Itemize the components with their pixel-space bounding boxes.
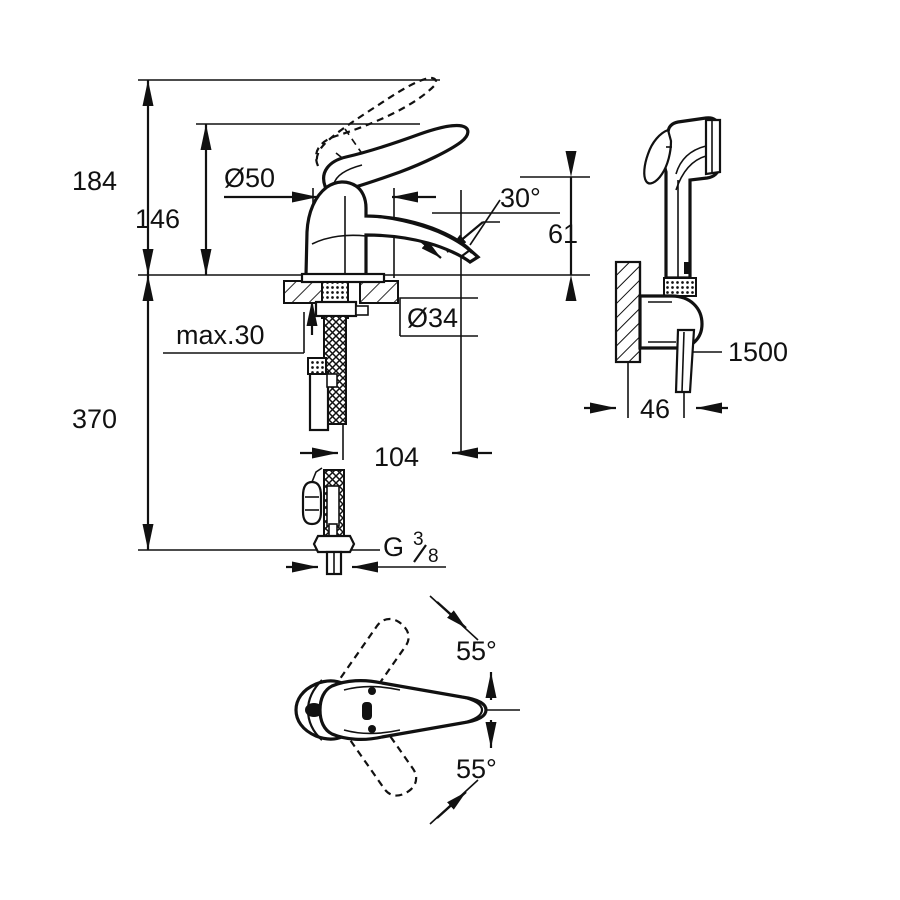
spout-top-inner-a <box>343 685 401 691</box>
fraction-slash-g38 <box>413 544 427 563</box>
dimension-label-61: 61 <box>548 219 578 249</box>
dimension-label-1500: 1500 <box>728 337 788 367</box>
spray-trigger-lever <box>643 128 673 185</box>
dimension-104: 104 <box>300 262 492 472</box>
hose-coupler-lower <box>328 523 338 537</box>
hose-stub <box>674 328 696 394</box>
dimension-arrow-55-upper <box>436 601 467 629</box>
dimension-label-370: 370 <box>72 404 117 434</box>
dimension-label-146: 146 <box>135 204 180 234</box>
sealing-washer-detail <box>301 467 323 526</box>
dimension-370: 370 <box>72 275 154 550</box>
witness-30deg-angle <box>469 199 501 246</box>
deck-slab-right <box>359 280 399 304</box>
spout-upper-edge <box>365 214 473 254</box>
washer-leader <box>311 467 323 483</box>
dimension-label-30deg: 30° <box>500 183 541 213</box>
mounting-nut <box>314 300 358 318</box>
hose-stub-axis <box>681 331 685 393</box>
front-elevation-view: 184 146 Ø50 30° <box>72 76 590 576</box>
dimension-46: 46 <box>584 362 728 424</box>
dimension-label-104: 104 <box>374 442 419 472</box>
dimension-55-lower: 55° <box>429 720 497 825</box>
faucet-geometry <box>283 76 481 576</box>
wall-section <box>614 260 642 364</box>
supply-hose-lower-sleeve <box>326 485 340 527</box>
dimension-184: 184 <box>72 80 154 275</box>
index-dot-upper <box>368 687 376 695</box>
spray-nozzle-cap <box>704 118 722 176</box>
faucet-shoulder-curve <box>311 234 367 245</box>
spout-top-inner-b <box>343 729 401 735</box>
dimension-arrow-55-lower <box>436 791 467 819</box>
set-screw-stub <box>355 305 369 316</box>
supply-hose-sleeve <box>308 370 330 432</box>
index-dot-lower <box>368 725 376 733</box>
spout-ghost-upper-outline <box>325 617 410 719</box>
dimension-61: 61 <box>520 151 590 301</box>
dimension-label-46: 46 <box>640 394 670 424</box>
dimension-label-55-lower: 55° <box>456 754 497 784</box>
spout-ghost-upper <box>325 617 410 719</box>
dimension-label-g38-prefix: G <box>383 532 404 562</box>
dimension-label-max30: max.30 <box>176 320 265 350</box>
leader-d34 <box>399 297 478 336</box>
lever-index-slot <box>362 702 372 720</box>
spray-hose-collar <box>663 277 697 297</box>
spout-ghost-lower <box>332 695 418 797</box>
dimension-g38: G 3 8 <box>286 529 446 573</box>
dimension-30deg: 30° <box>410 183 560 262</box>
dimension-1500: 1500 <box>692 337 788 367</box>
dimension-label-g38-denominator: 8 <box>428 546 439 567</box>
spout-outlet-face <box>460 248 480 264</box>
hose-coupler-knurled <box>307 357 327 375</box>
dimension-label-55-upper: 55° <box>456 636 497 666</box>
washer-body <box>301 480 323 526</box>
lever-handle-raised-outline <box>314 76 438 167</box>
deck-slab-left <box>283 280 325 304</box>
dimension-label-d50: Ø50 <box>224 163 275 193</box>
hose-coupler-upper <box>326 373 338 388</box>
dimension-label-g38-numerator: 3 <box>413 529 424 550</box>
dimension-label-d34: Ø34 <box>407 303 458 333</box>
mixer-cap-marker <box>305 703 323 717</box>
deck-section-right <box>359 280 399 304</box>
dimension-max30: max.30 <box>163 262 318 354</box>
dimension-label-184: 184 <box>72 166 117 196</box>
spray-handle-detail <box>684 262 691 274</box>
hand-spray-view: 1500 46 <box>584 116 788 424</box>
mounting-base-plate <box>300 272 386 284</box>
top-plan-view: 55° 55° <box>294 595 520 825</box>
spray-head-inner-curve-a <box>675 145 707 175</box>
dimension-55-upper: 55° <box>429 595 497 700</box>
thread-end-fitting <box>312 534 356 554</box>
spout-ghost-lower-outline <box>332 695 418 797</box>
dimension-146: 146 <box>135 124 212 275</box>
spout-top-outlet-curve <box>461 695 484 725</box>
deck-section-left <box>283 280 325 304</box>
